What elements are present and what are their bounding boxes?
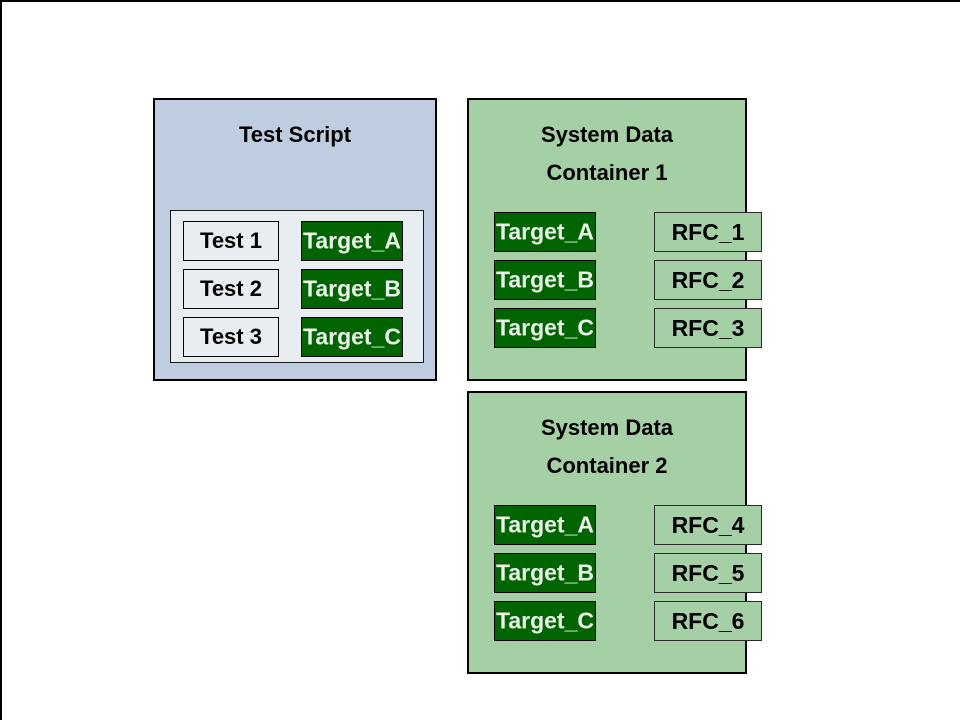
target-box-c1-a[interactable]: Target_A (494, 212, 596, 252)
test-script-container: Test Script Test 1 Target_A Test 2 Targe… (153, 98, 437, 381)
title-line-1: System Data (540, 122, 674, 147)
test-script-inner-panel: Test 1 Target_A Test 2 Target_B Test 3 T… (170, 210, 424, 363)
target-box-c1-c[interactable]: Target_C (494, 308, 596, 348)
target-box-c2-c[interactable]: Target_C (494, 601, 596, 641)
target-box-script-c[interactable]: Target_C (301, 317, 403, 357)
system-data-container-2: System Data Container 2 Target_A RFC_4 T… (467, 391, 762, 674)
title-line-1: System Data (540, 415, 674, 440)
target-box-c1-b[interactable]: Target_B (494, 260, 596, 300)
test-script-title: Test Script (238, 122, 352, 147)
system-data-container-2-title: System Data Container 2 (469, 409, 745, 485)
test-box-3[interactable]: Test 3 (183, 317, 279, 357)
rfc-box-2[interactable]: RFC_2 (654, 260, 762, 300)
test-box-1[interactable]: Test 1 (183, 221, 279, 261)
target-box-script-a[interactable]: Target_A (301, 221, 403, 261)
rfc-box-4[interactable]: RFC_4 (654, 505, 762, 545)
target-label: Target_B (496, 266, 594, 293)
target-label: Target_A (303, 227, 401, 254)
system-data-container-1-title: System Data Container 1 (469, 116, 745, 192)
target-box-script-b[interactable]: Target_B (301, 269, 403, 309)
rfc-box-6[interactable]: RFC_6 (654, 601, 762, 641)
rfc-box-1[interactable]: RFC_1 (654, 212, 762, 252)
target-label: Target_B (496, 559, 594, 586)
target-label: Target_A (496, 511, 594, 538)
target-box-c2-a[interactable]: Target_A (494, 505, 596, 545)
target-label: Target_C (496, 314, 594, 341)
target-label: Target_C (303, 323, 401, 350)
rfc-box-5[interactable]: RFC_5 (654, 553, 762, 593)
title-line-2: Container 1 (546, 160, 668, 185)
title-line-2: Container 2 (546, 453, 668, 478)
test-box-2[interactable]: Test 2 (183, 269, 279, 309)
target-label: Target_C (496, 607, 594, 634)
rfc-box-3[interactable]: RFC_3 (654, 308, 762, 348)
target-box-c2-b[interactable]: Target_B (494, 553, 596, 593)
target-label: Target_B (303, 275, 401, 302)
system-data-container-1: System Data Container 1 Target_A RFC_1 T… (467, 98, 762, 381)
target-label: Target_A (496, 218, 594, 245)
